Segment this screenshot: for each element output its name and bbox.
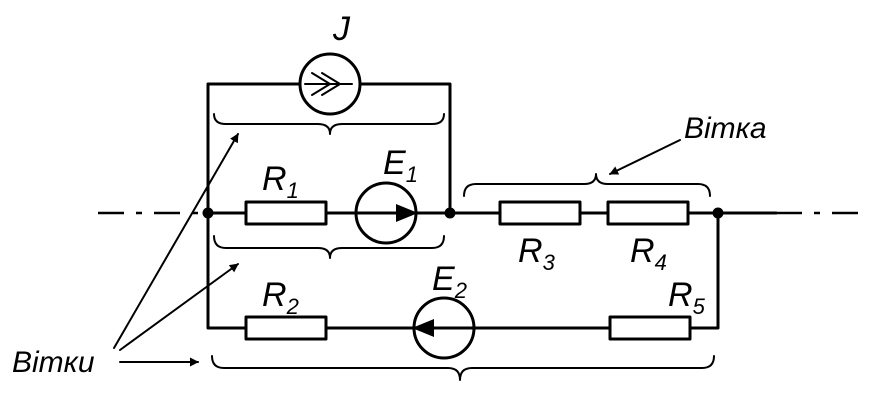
label-branch-plural: Вітки — [12, 346, 95, 379]
label-r2: R2 — [262, 276, 299, 319]
label-r3: R3 — [518, 232, 556, 275]
node-right — [712, 207, 724, 219]
label-e2: E2 — [432, 260, 467, 303]
label-r5: R5 — [668, 276, 706, 319]
label-r1: R1 — [262, 160, 299, 203]
brace-bottom-branch — [211, 355, 715, 381]
brace-top-branch — [213, 113, 445, 135]
brace-right-branch — [463, 173, 711, 197]
bottom-branch — [206, 211, 720, 360]
node-left — [202, 207, 214, 219]
brace-middle-branch — [213, 235, 445, 259]
arrow-to-top-branch — [113, 133, 239, 349]
right-branch — [448, 200, 778, 226]
node-middle — [444, 207, 456, 219]
current-source-branch — [206, 52, 452, 215]
label-e1: E1 — [383, 144, 418, 187]
resistor-r3 — [498, 200, 582, 226]
resistor-r2 — [244, 315, 328, 341]
arrow-to-middle-branch — [119, 263, 239, 351]
label-branch-single: Вітка — [684, 112, 767, 145]
resistor-r1 — [244, 200, 328, 226]
arrow-to-right-branch — [609, 139, 681, 175]
middle-branch — [206, 181, 452, 245]
resistor-r5 — [608, 315, 692, 341]
resistor-r4 — [606, 200, 690, 226]
label-r4: R4 — [630, 232, 667, 275]
label-j: J — [332, 10, 351, 48]
